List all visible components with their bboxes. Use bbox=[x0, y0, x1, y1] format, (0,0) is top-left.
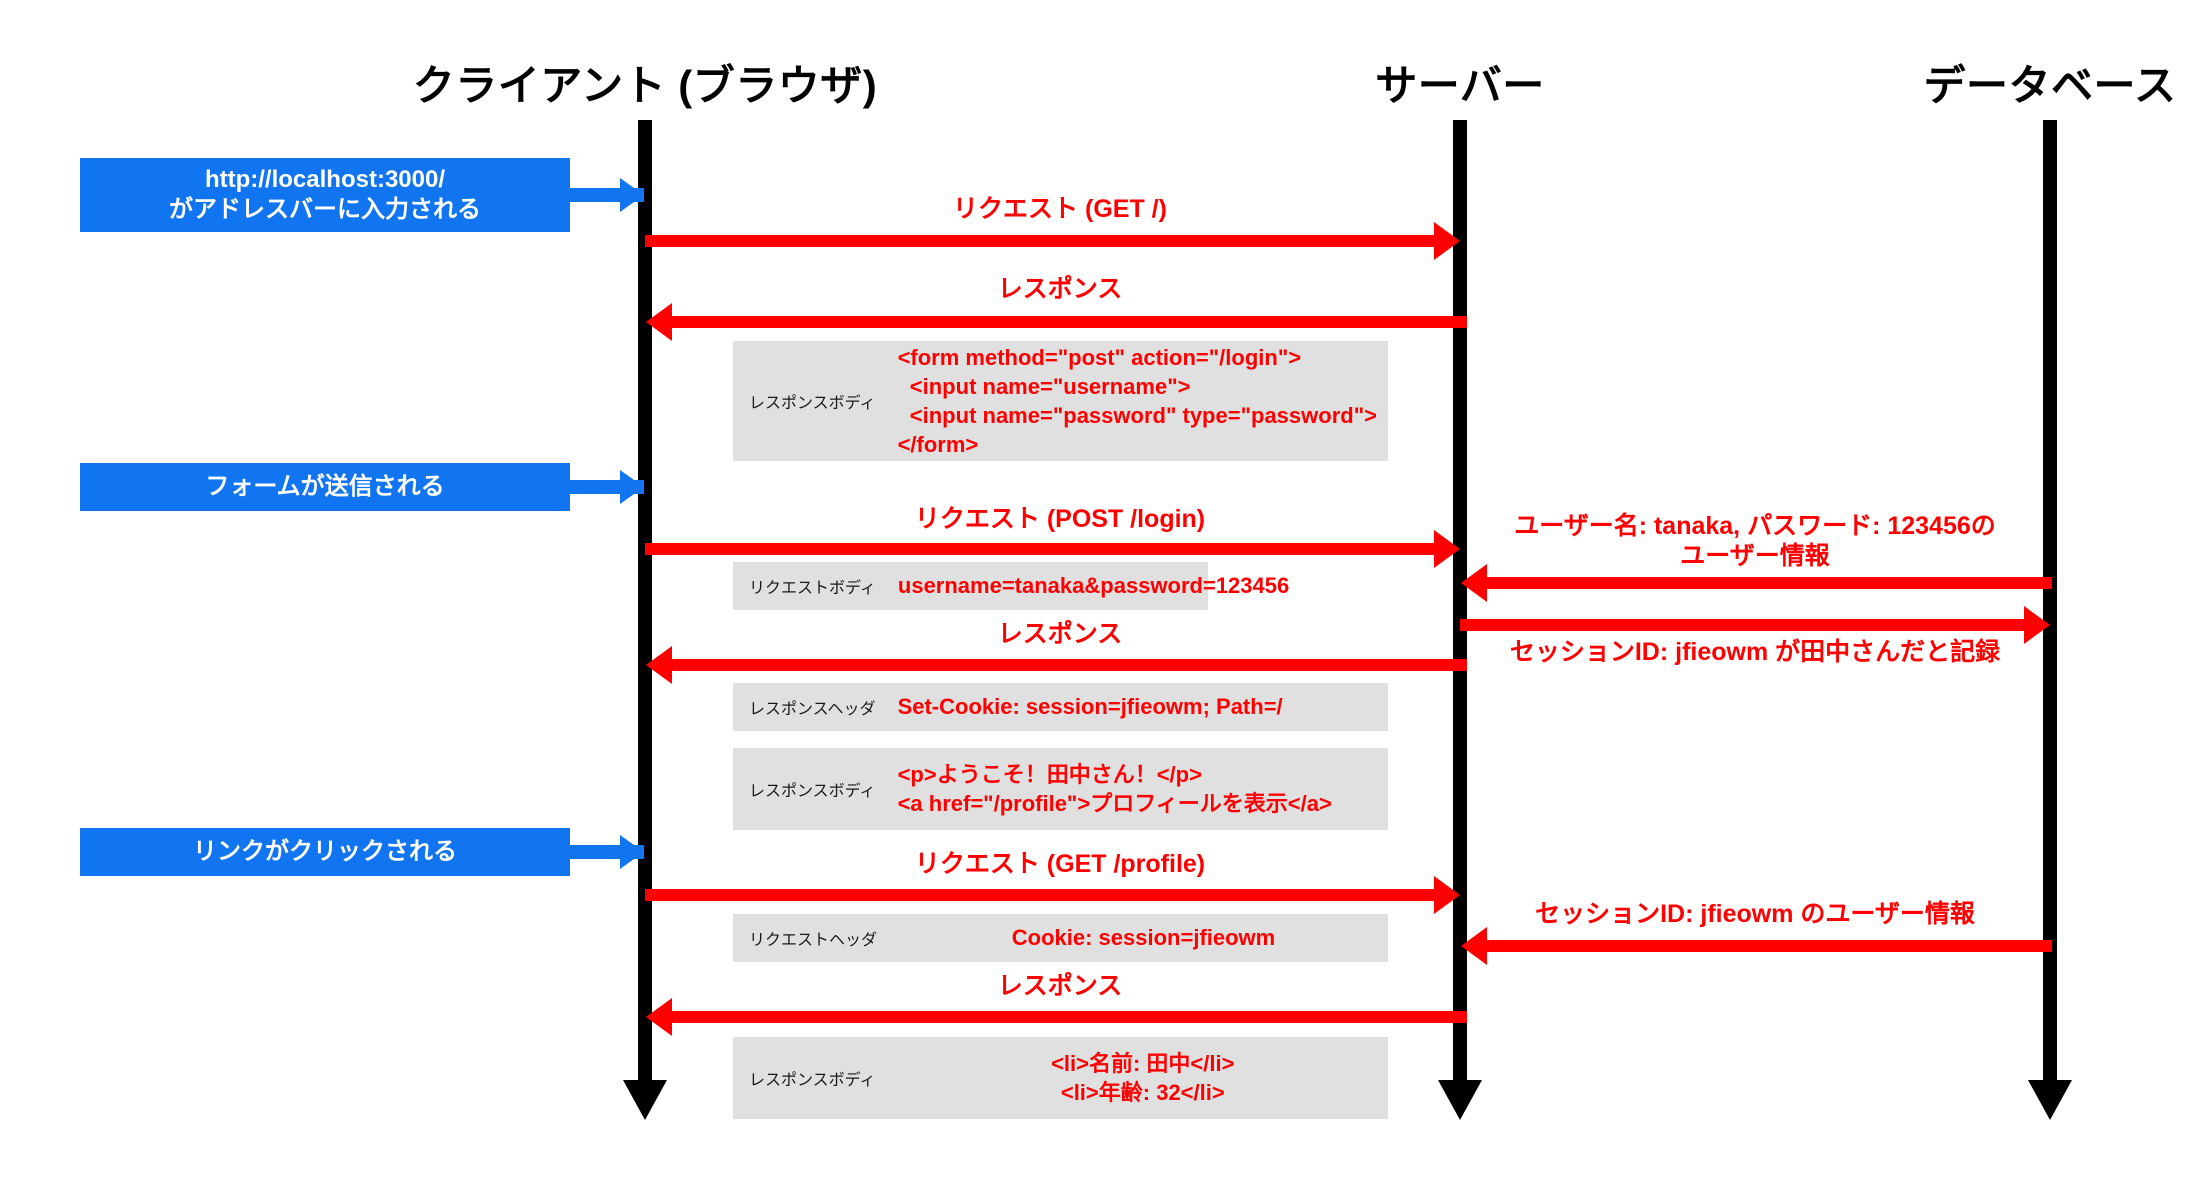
message-arrow-db-session-user bbox=[1487, 940, 2052, 952]
payload-request-header-cookie: リクエストヘッダ Cookie: session=jfieowm bbox=[733, 914, 1388, 962]
message-label-response-2: レスポンス bbox=[997, 620, 1123, 648]
payload-response-body-form: レスポンスボディ <form method="post" action="/lo… bbox=[733, 341, 1388, 461]
lifeline-end-arrow-server bbox=[1438, 1080, 1482, 1120]
payload-kind-label: レスポンスボディ bbox=[749, 783, 876, 800]
message-arrowhead-db-store-session bbox=[2024, 606, 2050, 644]
action-form-submit-arrowhead bbox=[620, 470, 644, 504]
message-label-db-session-user: セッションID: jfieowm のユーザー情報 bbox=[1535, 900, 1975, 928]
message-label-db-lookup-user-line2: ユーザー情報 bbox=[1680, 541, 1830, 570]
message-arrowhead-db-lookup-user bbox=[1461, 564, 1487, 602]
participant-title-client: クライアント (ブラウザ) bbox=[412, 62, 878, 109]
message-arrowhead-response-3 bbox=[646, 998, 672, 1036]
message-label-response-1: レスポンス bbox=[997, 275, 1123, 303]
message-label-db-store-session: セッションID: jfieowm が田中さんだと記録 bbox=[1509, 638, 2001, 666]
message-arrow-response-3 bbox=[672, 1011, 1467, 1023]
message-label-get-root: リクエスト (GET /) bbox=[953, 195, 1167, 223]
message-arrow-db-lookup-user bbox=[1487, 577, 2052, 589]
message-arrowhead-response-2 bbox=[646, 646, 672, 684]
payload-response-body-profile: レスポンスボディ <li>名前: 田中</li> <li>年齢: 32</li> bbox=[733, 1037, 1388, 1119]
lifeline-client bbox=[638, 120, 652, 1085]
action-form-submit-box: フォームが送信される bbox=[80, 463, 570, 511]
action-link-click-line1: リンクがクリックされる bbox=[193, 838, 457, 865]
payload-code-text: Cookie: session=jfieowm bbox=[1011, 925, 1276, 951]
message-arrow-db-store-session bbox=[1460, 619, 2030, 631]
payload-kind-label: レスポンスボディ bbox=[749, 395, 876, 412]
participant-title-database: データベース bbox=[1923, 62, 2177, 109]
payload-kind-label: リクエストボディ bbox=[749, 580, 876, 597]
message-arrow-response-2 bbox=[672, 659, 1467, 671]
payload-response-header-setcookie: レスポンスヘッダ Set-Cookie: session=jfieowm; Pa… bbox=[733, 683, 1388, 731]
payload-code-text: <p>ようこそ！田中さん！</p> <a href="/profile">プロフ… bbox=[897, 761, 1332, 816]
action-address-bar-arrowhead bbox=[620, 178, 644, 212]
message-arrow-get-root bbox=[645, 235, 1440, 247]
action-link-click-box: リンクがクリックされる bbox=[80, 828, 570, 876]
action-link-click-arrowhead bbox=[620, 835, 644, 869]
message-label-get-profile: リクエスト (GET /profile) bbox=[914, 850, 1206, 878]
message-arrowhead-get-profile bbox=[1434, 876, 1460, 914]
action-form-submit-line1: フォームが送信される bbox=[205, 473, 445, 500]
payload-code-text: <li>名前: 田中</li> <li>年齢: 32</li> bbox=[1051, 1050, 1235, 1105]
message-arrow-response-1 bbox=[672, 316, 1467, 328]
message-arrowhead-response-1 bbox=[646, 303, 672, 341]
payload-response-body-welcome: レスポンスボディ <p>ようこそ！田中さん！</p> <a href="/pro… bbox=[733, 748, 1388, 830]
action-address-bar-line1: http://localhost:3000/ bbox=[204, 166, 446, 193]
payload-code-text: Set-Cookie: session=jfieowm; Path=/ bbox=[897, 694, 1283, 720]
message-arrow-get-profile bbox=[645, 889, 1440, 901]
message-label-response-3: レスポンス bbox=[997, 972, 1123, 1000]
message-arrow-post-login bbox=[645, 543, 1440, 555]
message-arrowhead-post-login bbox=[1434, 530, 1460, 568]
message-label-db-lookup-user: ユーザー名: tanaka, パスワード: 123456の ユーザー情報 bbox=[1465, 512, 2045, 571]
payload-code-text: <form method="post" action="/login"> <in… bbox=[897, 344, 1377, 458]
lifeline-end-arrow-client bbox=[623, 1080, 667, 1120]
message-arrowhead-db-session-user bbox=[1461, 927, 1487, 965]
payload-request-body-credentials: リクエストボディ username=tanaka&password=123456 bbox=[733, 562, 1289, 610]
payload-kind-label: レスポンスボディ bbox=[749, 1072, 876, 1089]
lifeline-server bbox=[1453, 120, 1467, 1085]
payload-kind-label: リクエストヘッダ bbox=[749, 932, 878, 949]
lifeline-end-arrow-database bbox=[2028, 1080, 2072, 1120]
message-label-db-lookup-user-line1: ユーザー名: tanaka, パスワード: 123456の bbox=[1514, 512, 1996, 540]
message-label-post-login: リクエスト (POST /login) bbox=[914, 505, 1206, 533]
action-address-bar-line2: がアドレスバーに入力される bbox=[169, 196, 481, 223]
lifeline-database bbox=[2043, 120, 2057, 1085]
message-arrowhead-get-root bbox=[1434, 222, 1460, 260]
payload-kind-label: レスポンスヘッダ bbox=[749, 701, 876, 718]
participant-title-server: サーバー bbox=[1375, 62, 1545, 109]
payload-code-text: username=tanaka&password=123456 bbox=[897, 573, 1290, 599]
action-address-bar-box: http://localhost:3000/ がアドレスバーに入力される bbox=[80, 158, 570, 232]
